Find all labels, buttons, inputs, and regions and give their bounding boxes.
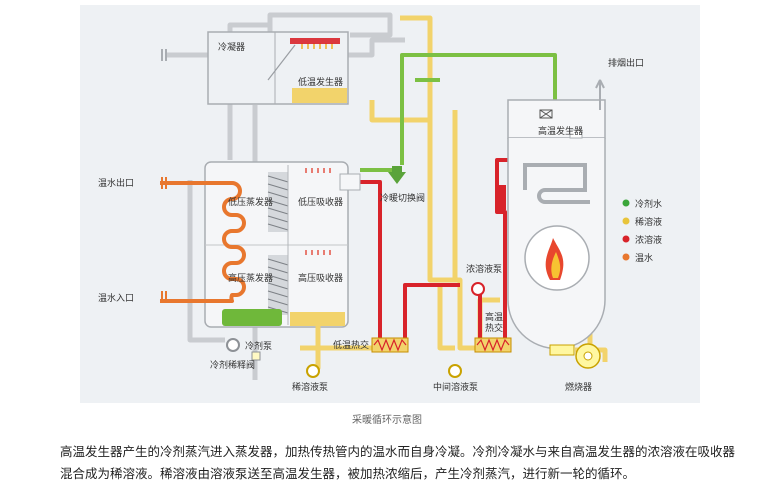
legend-dot-concentrated bbox=[622, 235, 630, 243]
legend-label-concentrated: 浓溶液 bbox=[635, 234, 662, 246]
label-high-temp-heat-exchanger-2: 热交 bbox=[485, 322, 503, 334]
hot-water-coil bbox=[160, 181, 246, 303]
description-line-2: 混合成为稀溶液。稀溶液由溶液泵送至高温发生器，被加热浓缩后，产生冷剂蒸汽，进行新… bbox=[60, 466, 636, 481]
legend-dot-hot-water bbox=[622, 253, 630, 261]
concentrated-pump-symbol bbox=[471, 282, 485, 296]
label-cool-heat-switch-valve: 冷暖切换阀 bbox=[380, 192, 425, 204]
label-low-temp-generator: 低温发生器 bbox=[298, 76, 343, 88]
label-hot-water-inlet: 温水入口 bbox=[98, 292, 134, 304]
legend-dot-dilute bbox=[622, 217, 630, 225]
figure-caption: 采暖循环示意图 bbox=[352, 415, 422, 426]
label-low-temp-heat-exchanger: 低温热交 bbox=[333, 339, 369, 351]
label-refrigerant-dilution-valve: 冷剂稀释阀 bbox=[210, 359, 255, 371]
label-condenser: 冷凝器 bbox=[218, 41, 245, 53]
legend-label-hot-water: 温水 bbox=[635, 252, 653, 264]
label-high-temp-heat-exchanger-1: 高温 bbox=[485, 311, 503, 323]
label-refrigerant-pump: 冷剂泵 bbox=[245, 340, 272, 352]
label-high-pressure-absorber: 高压吸收器 bbox=[298, 272, 343, 284]
description-paragraph: 高温发生器产生的冷剂蒸汽进入蒸发器，加热传热管内的温水而自身冷凝。冷剂冷凝水与来… bbox=[60, 441, 750, 485]
label-low-pressure-absorber: 低压吸收器 bbox=[298, 196, 343, 208]
high-temp-heat-exchanger bbox=[474, 337, 512, 353]
water-flange-markers bbox=[161, 177, 167, 303]
label-dilute-solution-pump: 稀溶液泵 bbox=[292, 381, 328, 393]
condenser-coil bbox=[290, 38, 340, 44]
high-temp-generator bbox=[498, 79, 606, 350]
refrigerant-pump-symbol bbox=[226, 338, 240, 352]
dilute-pump-symbol bbox=[306, 364, 320, 378]
label-low-pressure-evaporator: 低压蒸发器 bbox=[228, 196, 273, 208]
intermediate-pump-symbol bbox=[448, 364, 462, 378]
legend-label-refrigerant: 冷剂水 bbox=[635, 198, 662, 210]
label-burner: 燃烧器 bbox=[565, 381, 592, 393]
refrigerant-lines bbox=[360, 53, 557, 172]
label-intermediate-solution-pump: 中间溶液泵 bbox=[433, 381, 478, 393]
solution-pool bbox=[290, 312, 345, 326]
legend-dot-refrigerant bbox=[622, 199, 630, 207]
low-temp-generator-liquid bbox=[292, 88, 347, 103]
legend: 冷剂水 稀溶液 浓溶液 温水 bbox=[622, 198, 662, 264]
absorber-spray bbox=[305, 168, 331, 255]
label-high-temp-generator: 高温发生器 bbox=[538, 125, 583, 137]
cool-heat-switch-valve bbox=[339, 166, 406, 191]
label-exhaust-outlet: 排烟出口 bbox=[608, 57, 644, 69]
dilution-valve-symbol bbox=[251, 351, 261, 361]
label-high-pressure-evaporator: 高压蒸发器 bbox=[228, 272, 273, 284]
refrigerant-pool bbox=[222, 309, 282, 326]
label-hot-water-outlet: 温水出口 bbox=[98, 177, 134, 189]
label-concentrated-solution-pump: 浓溶液泵 bbox=[466, 263, 502, 275]
legend-label-dilute: 稀溶液 bbox=[635, 216, 662, 228]
burner-symbol bbox=[549, 343, 601, 369]
low-temp-heat-exchanger bbox=[371, 337, 409, 353]
description-line-1: 高温发生器产生的冷剂蒸汽进入蒸发器，加热传热管内的温水而自身冷凝。冷剂冷凝水与来… bbox=[60, 444, 736, 459]
